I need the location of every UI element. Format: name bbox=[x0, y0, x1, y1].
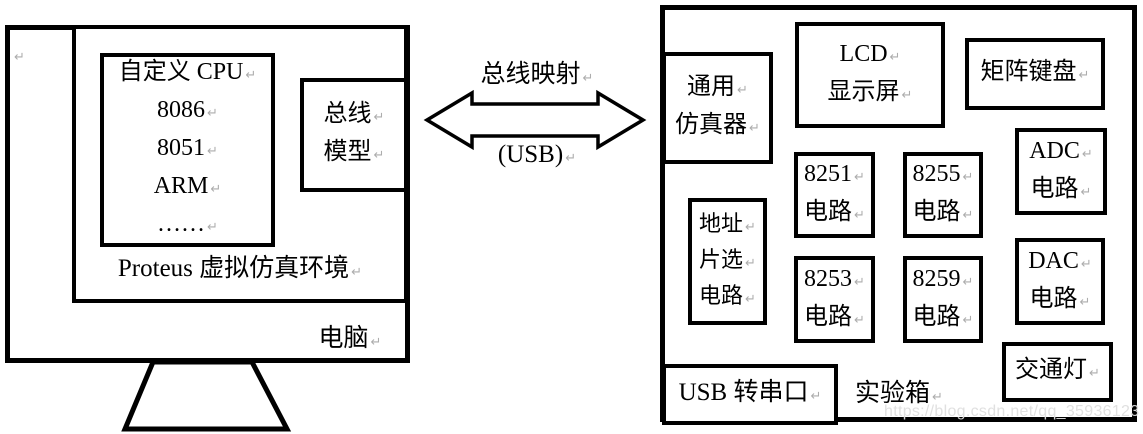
circuit-8255-box: 8255↵ 电路↵ bbox=[903, 152, 983, 238]
cpu-item-8051: 8051↵ bbox=[157, 135, 218, 161]
usb-to-serial-box: USB 转串口↵ bbox=[662, 364, 838, 425]
paragraph-mark: ↵ bbox=[210, 182, 222, 197]
cpu-item-arm: ARM↵ bbox=[153, 173, 222, 199]
bus-model-box: 总线↵ 模型↵ bbox=[300, 78, 408, 192]
paragraph-mark: ↵ bbox=[889, 50, 901, 65]
matrix-keyboard-box: 矩阵键盘↵ bbox=[965, 38, 1105, 110]
custom-cpu-box: 自定义 CPU↵ 8086↵ 8051↵ ARM↵ ……↵ bbox=[100, 53, 275, 247]
paragraph-mark: ↵ bbox=[854, 312, 865, 328]
lcd-display-box: LCD↵ 显示屏↵ bbox=[795, 22, 945, 128]
paragraph-mark: ↵ bbox=[749, 121, 760, 136]
paragraph-mark: ↵ bbox=[1079, 294, 1091, 310]
paragraph-mark: ↵ bbox=[1080, 256, 1092, 272]
paragraph-mark: ↵ bbox=[962, 312, 974, 328]
paragraph-mark: ↵ bbox=[1078, 68, 1090, 83]
paragraph-mark: ↵ bbox=[1089, 366, 1100, 381]
paragraph-mark: ↵ bbox=[745, 291, 756, 307]
computer-label: 电脑↵ bbox=[318, 325, 382, 352]
paragraph-mark: ↵ bbox=[351, 265, 363, 280]
paragraph-mark: ↵ bbox=[932, 390, 943, 405]
address-chip-select-box: 地址↵ 片选↵ 电路↵ bbox=[688, 198, 767, 325]
paragraph-mark: ↵ bbox=[207, 144, 218, 159]
paragraph-mark: ↵ bbox=[962, 208, 974, 223]
dac-circuit-box: DAC↵ 电路↵ bbox=[1015, 238, 1105, 325]
circuit-8259-box: 8259↵ 电路↵ bbox=[903, 256, 983, 343]
circuit-8253-box: 8253↵ 电路↵ bbox=[794, 256, 875, 343]
paragraph-mark: ↵ bbox=[962, 274, 974, 290]
traffic-light-box: 交通灯↵ bbox=[1002, 342, 1113, 402]
universal-emulator-box: 通用↵ 仿真器↵ bbox=[662, 52, 773, 164]
circuit-8251-box: 8251↵ 电路↵ bbox=[794, 152, 875, 238]
paragraph-mark: ↵ bbox=[207, 106, 218, 121]
paragraph-mark: ↵ bbox=[370, 335, 382, 350]
paragraph-mark: ↵ bbox=[737, 83, 748, 98]
paragraph-mark: ↵ bbox=[810, 388, 822, 404]
cpu-box-title: 自定义 CPU↵ bbox=[118, 59, 257, 85]
paragraph-mark: ↵ bbox=[207, 220, 218, 235]
paragraph-mark: ↵ bbox=[245, 68, 257, 83]
paragraph-mark: ↵ bbox=[1080, 184, 1092, 200]
paragraph-mark: ↵ bbox=[745, 255, 756, 271]
bus-mapping-label: 总线映射↵ bbox=[480, 61, 594, 88]
experiment-box-label: 实验箱↵ bbox=[855, 380, 943, 407]
paragraph-mark: ↵ bbox=[854, 274, 865, 290]
paragraph-mark: ↵ bbox=[14, 50, 25, 65]
cpu-item-8086: 8086↵ bbox=[157, 97, 218, 123]
paragraph-mark: ↵ bbox=[582, 71, 594, 86]
monitor-stand-shape bbox=[121, 359, 292, 432]
paragraph-mark: ↵ bbox=[373, 148, 385, 163]
double-arrow-icon bbox=[423, 89, 647, 151]
cpu-item-ellipsis: ……↵ bbox=[157, 211, 218, 237]
paragraph-mark: ↵ bbox=[745, 219, 756, 235]
paragraph-mark: ↵ bbox=[962, 170, 974, 185]
adc-circuit-box: ADC↵ 电路↵ bbox=[1015, 128, 1107, 215]
usb-label: (USB)↵ bbox=[497, 141, 577, 168]
proteus-environment-label: Proteus 虚拟仿真环境↵ bbox=[117, 255, 363, 282]
paragraph-mark: ↵ bbox=[565, 151, 577, 166]
paragraph-mark: ↵ bbox=[901, 88, 913, 103]
paragraph-mark: ↵ bbox=[373, 110, 385, 125]
paragraph-mark: ↵ bbox=[1081, 146, 1093, 162]
paragraph-mark: ↵ bbox=[854, 208, 865, 223]
watermark-url: https://blog.csdn.net/qq_35936123 bbox=[884, 403, 1140, 420]
paragraph-mark: ↵ bbox=[854, 170, 865, 185]
